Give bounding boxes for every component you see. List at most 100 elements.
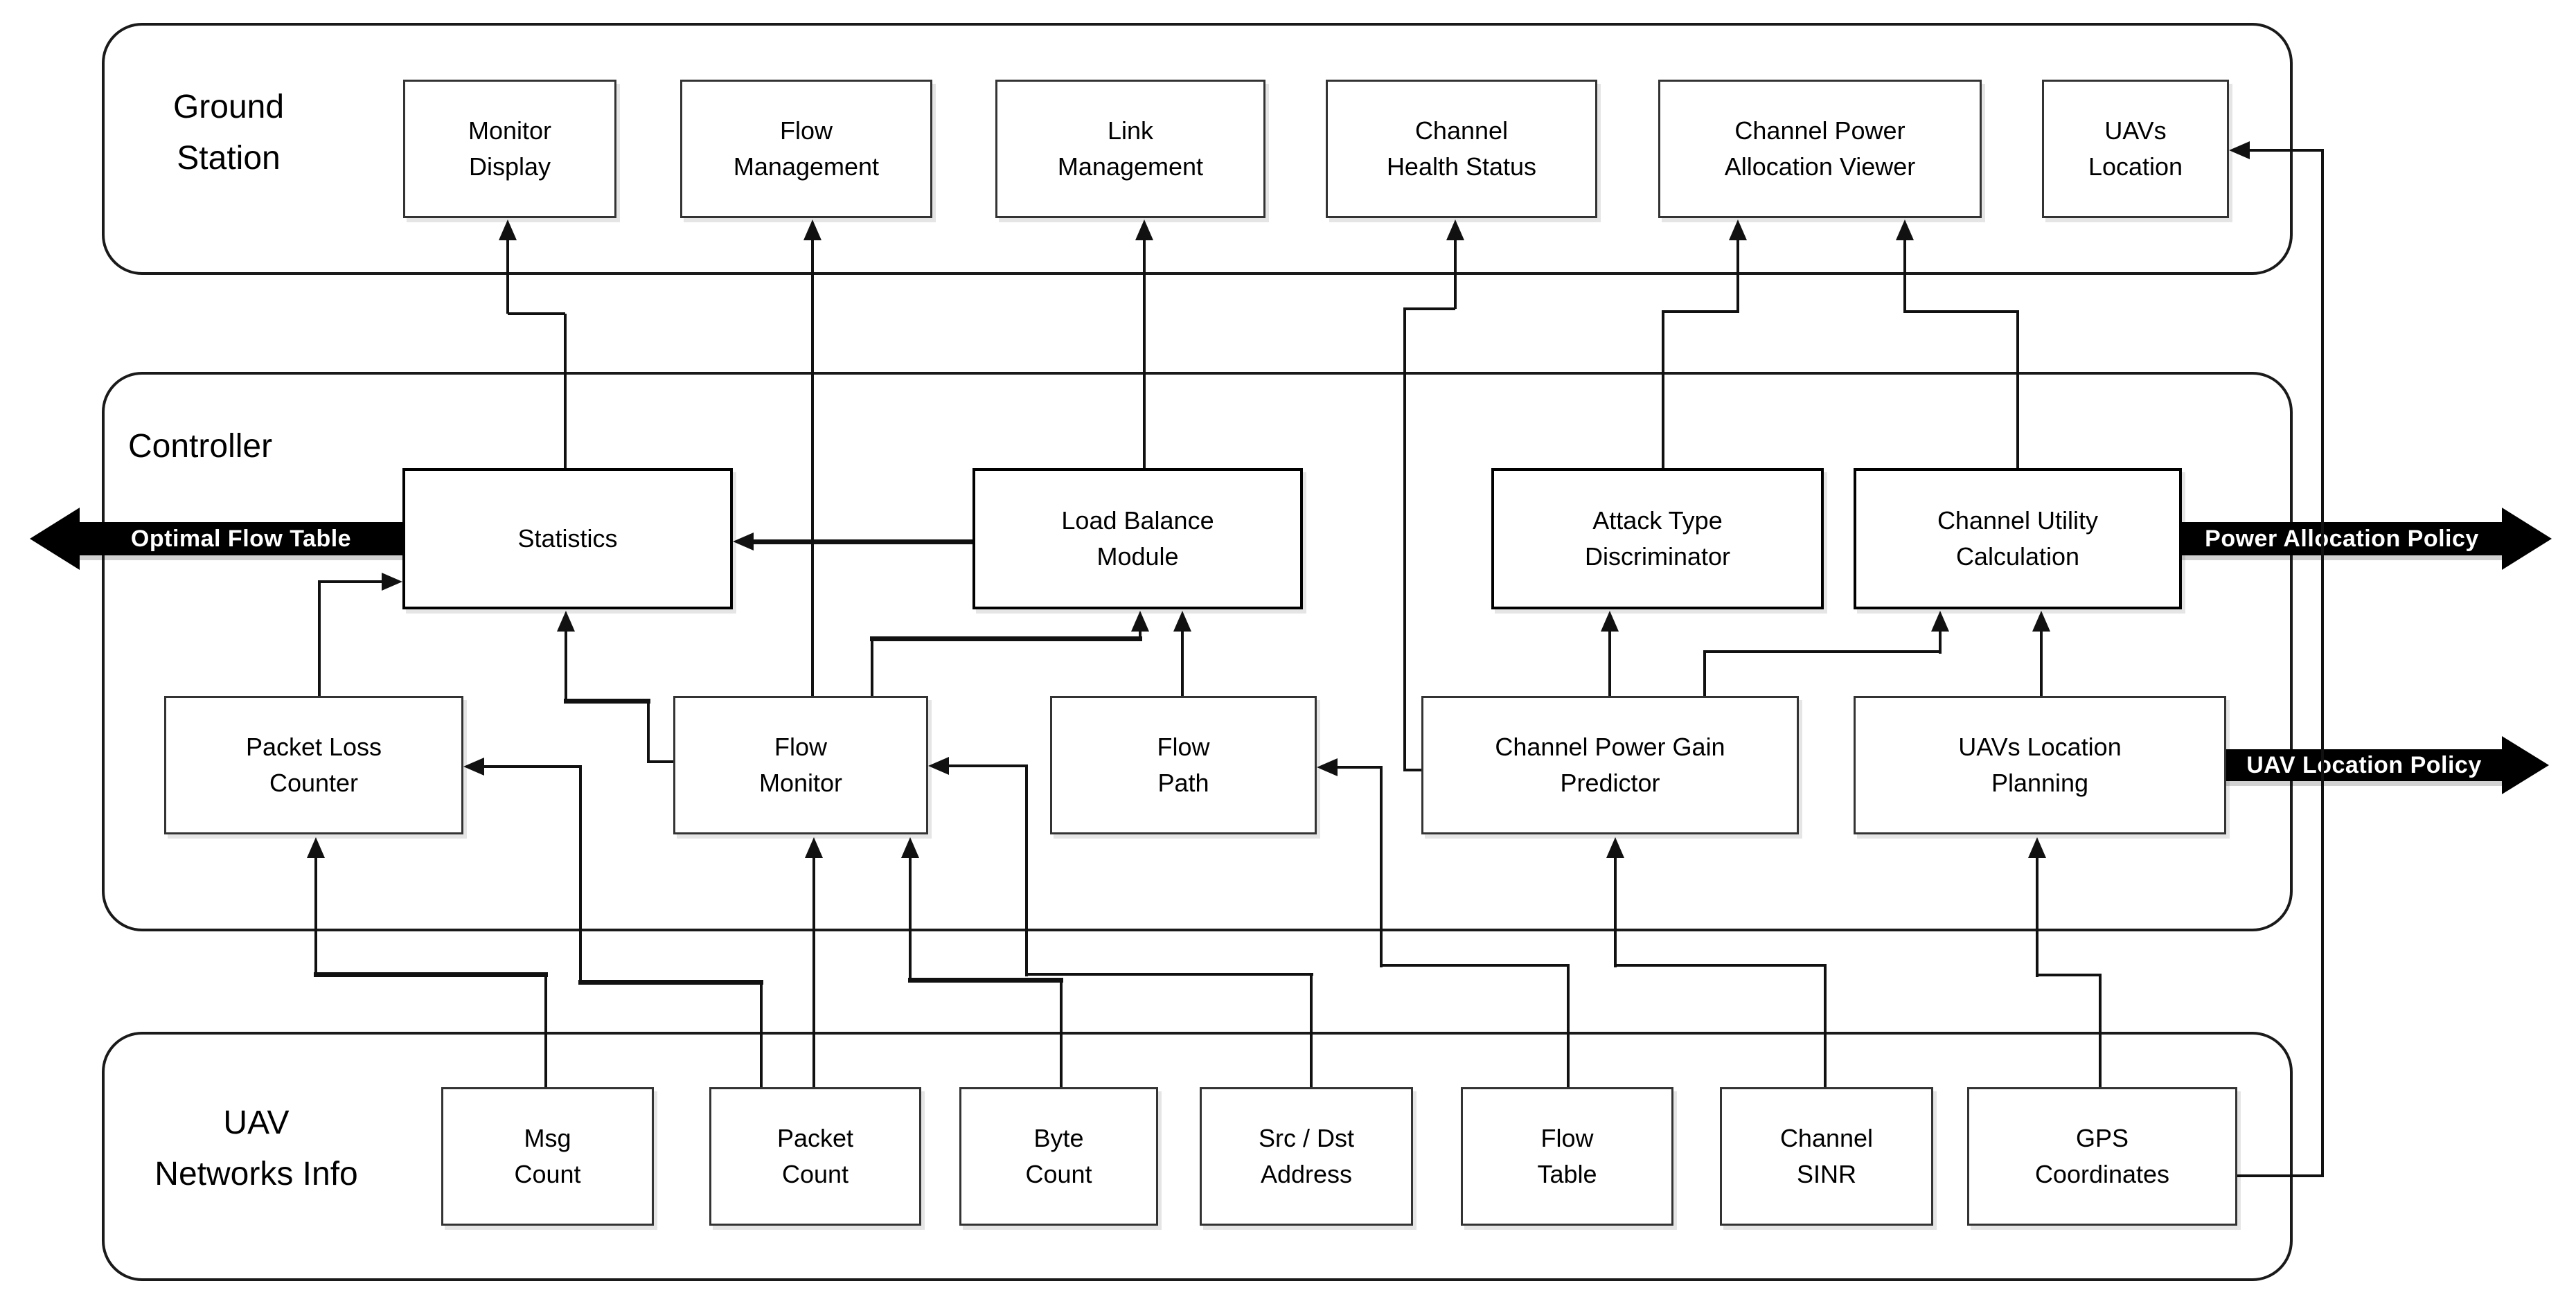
- edge-gps-to-planning: [2099, 975, 2102, 1087]
- edge-predictor-to-channel-health-status: [1403, 769, 1423, 771]
- arrowhead-icon: [805, 837, 823, 858]
- arrowhead-icon: [463, 758, 484, 776]
- edge-attack-discriminator-to-cpa-viewer: [1662, 312, 1664, 470]
- controller-label: Controller: [128, 428, 273, 465]
- box-channel-sinr: Channel SINR: [1720, 1087, 1933, 1226]
- edge-src-dst-to-flow-monitor: [1025, 766, 1028, 976]
- edge-packet-count-to-packet-loss: [483, 765, 582, 768]
- box-uavs-location-planning: UAVs Location Planning: [1854, 696, 2226, 834]
- arrowhead-icon: [382, 573, 402, 591]
- arrowhead-icon: [1729, 220, 1747, 240]
- box-channel-power-allocation-viewer: Channel Power Allocation Viewer: [1658, 80, 1982, 218]
- edge-byte-count-to-flow-monitor: [909, 857, 912, 982]
- edge-flow-monitor-to-statistics: [564, 699, 650, 704]
- optimal-flow-table-arrow-tip-icon: [30, 508, 80, 570]
- edge-src-dst-to-flow-monitor: [1025, 973, 1313, 976]
- edge-predictor-to-channel-utility: [1703, 652, 1706, 696]
- arrowhead-icon: [1317, 758, 1338, 776]
- box-msg-count: Msg Count: [441, 1087, 654, 1226]
- edge-load-balance-to-link-management: [1143, 239, 1146, 470]
- edge-attack-discriminator-to-cpa-viewer: [1736, 239, 1739, 313]
- arrowhead-icon: [2229, 141, 2250, 159]
- box-gps-coordinates: GPS Coordinates: [1967, 1087, 2237, 1226]
- box-uavs-location: UAVs Location: [2042, 80, 2229, 218]
- box-flow-management: Flow Management: [680, 80, 932, 218]
- box-monitor-display: Monitor Display: [403, 80, 616, 218]
- edge-flow-path-to-load-balance: [1181, 630, 1184, 696]
- edge-predictor-to-channel-health-status: [1454, 239, 1457, 309]
- edge-flow-monitor-to-load-balance: [871, 638, 873, 698]
- edge-packet-loss-to-statistics: [318, 582, 321, 698]
- edge-planning-to-channel-utility: [2040, 630, 2043, 696]
- edge-msg-count-to-packet-loss: [544, 974, 547, 1087]
- edge-predictor-to-channel-health-status: [1403, 307, 1455, 310]
- edge-attack-discriminator-to-cpa-viewer: [1662, 310, 1739, 313]
- edge-channel-sinr-to-predictor: [1614, 857, 1617, 967]
- arrowhead-icon: [901, 837, 919, 858]
- edge-gps-to-planning: [2036, 857, 2038, 977]
- edge-predictor-to-channel-utility: [1703, 650, 1942, 653]
- arrowhead-icon: [1135, 220, 1153, 240]
- box-packet-loss-counter: Packet Loss Counter: [164, 696, 463, 834]
- arrowhead-icon: [557, 611, 575, 632]
- edge-flow-table-to-flow-path: [1567, 965, 1570, 1087]
- optimal-flow-table-banner: Optimal Flow Table: [80, 522, 402, 555]
- arrowhead-icon: [733, 533, 754, 551]
- edge-msg-count-to-packet-loss: [314, 972, 548, 977]
- arrowhead-icon: [2032, 611, 2050, 632]
- arrowhead-icon: [499, 220, 517, 240]
- edge-gps-to-planning: [2036, 974, 2102, 976]
- edge-predictor-to-channel-utility: [1939, 630, 1942, 654]
- edge-load-balance-to-statistics: [752, 539, 972, 544]
- arrowhead-icon: [1601, 611, 1619, 632]
- box-flow-path: Flow Path: [1050, 696, 1317, 834]
- edge-channel-utility-to-cpa-viewer: [1903, 239, 1906, 313]
- edge-flow-monitor-to-statistics: [647, 760, 675, 763]
- edge-channel-utility-to-cpa-viewer: [1903, 310, 2019, 313]
- edge-flow-monitor-to-statistics: [647, 701, 650, 763]
- uav-location-policy-arrow-tip-icon: [2502, 736, 2549, 794]
- arrowhead-icon: [1446, 220, 1464, 240]
- edge-src-dst-to-flow-monitor: [1310, 974, 1313, 1087]
- arrowhead-icon: [1173, 611, 1191, 632]
- box-channel-power-gain-predictor: Channel Power Gain Predictor: [1421, 696, 1799, 834]
- edge-channel-utility-to-cpa-viewer: [2016, 312, 2019, 470]
- arrowhead-icon: [1131, 611, 1149, 632]
- edge-flow-table-to-flow-path: [1336, 766, 1383, 769]
- edge-flow-table-to-flow-path: [1380, 767, 1383, 967]
- box-flow-monitor: Flow Monitor: [673, 696, 928, 834]
- edge-flow-monitor-to-load-balance: [1139, 630, 1142, 641]
- edge-packet-count-to-packet-loss: [578, 980, 763, 985]
- ground-station-label: Ground Station: [172, 89, 285, 177]
- edge-statistics-to-monitor-display: [564, 314, 567, 471]
- edge-gps-to-uavs-location: [2250, 149, 2324, 152]
- edge-channel-sinr-to-predictor: [1824, 965, 1827, 1087]
- arrowhead-icon: [803, 220, 821, 240]
- arrowhead-icon: [1931, 611, 1949, 632]
- edge-flow-monitor-to-load-balance: [870, 636, 1142, 641]
- edge-predictor-to-channel-health-status: [1403, 309, 1406, 770]
- edge-flow-table-to-flow-path: [1380, 964, 1570, 967]
- edge-packet-count-to-packet-loss: [579, 767, 582, 984]
- box-link-management: Link Management: [995, 80, 1265, 218]
- edge-packet-count-to-packet-loss: [760, 982, 763, 1087]
- box-flow-table: Flow Table: [1461, 1087, 1673, 1226]
- edge-statistics-to-monitor-display: [506, 239, 509, 314]
- edge-flow-monitor-to-flow-management: [811, 239, 814, 698]
- controller-container: [102, 372, 2293, 931]
- edge-flow-monitor-to-statistics: [565, 630, 567, 703]
- edge-gps-to-uavs-location: [2237, 1174, 2324, 1177]
- uav-location-policy-banner: UAV Location Policy: [2226, 749, 2502, 781]
- edge-packet-count-to-flow-monitor: [812, 857, 815, 1087]
- edge-channel-sinr-to-predictor: [1614, 964, 1827, 967]
- box-channel-health-status: Channel Health Status: [1326, 80, 1597, 218]
- arrowhead-icon: [1896, 220, 1914, 240]
- edge-predictor-to-attack-discriminator: [1608, 630, 1611, 696]
- power-allocation-policy-banner: Power Allocation Policy: [2182, 522, 2502, 555]
- box-load-balance-module: Load Balance Module: [972, 468, 1303, 609]
- arrowhead-icon: [2028, 837, 2046, 858]
- box-byte-count: Byte Count: [959, 1087, 1158, 1226]
- edge-gps-to-uavs-location: [2321, 150, 2324, 1177]
- box-channel-utility-calculation: Channel Utility Calculation: [1854, 468, 2182, 609]
